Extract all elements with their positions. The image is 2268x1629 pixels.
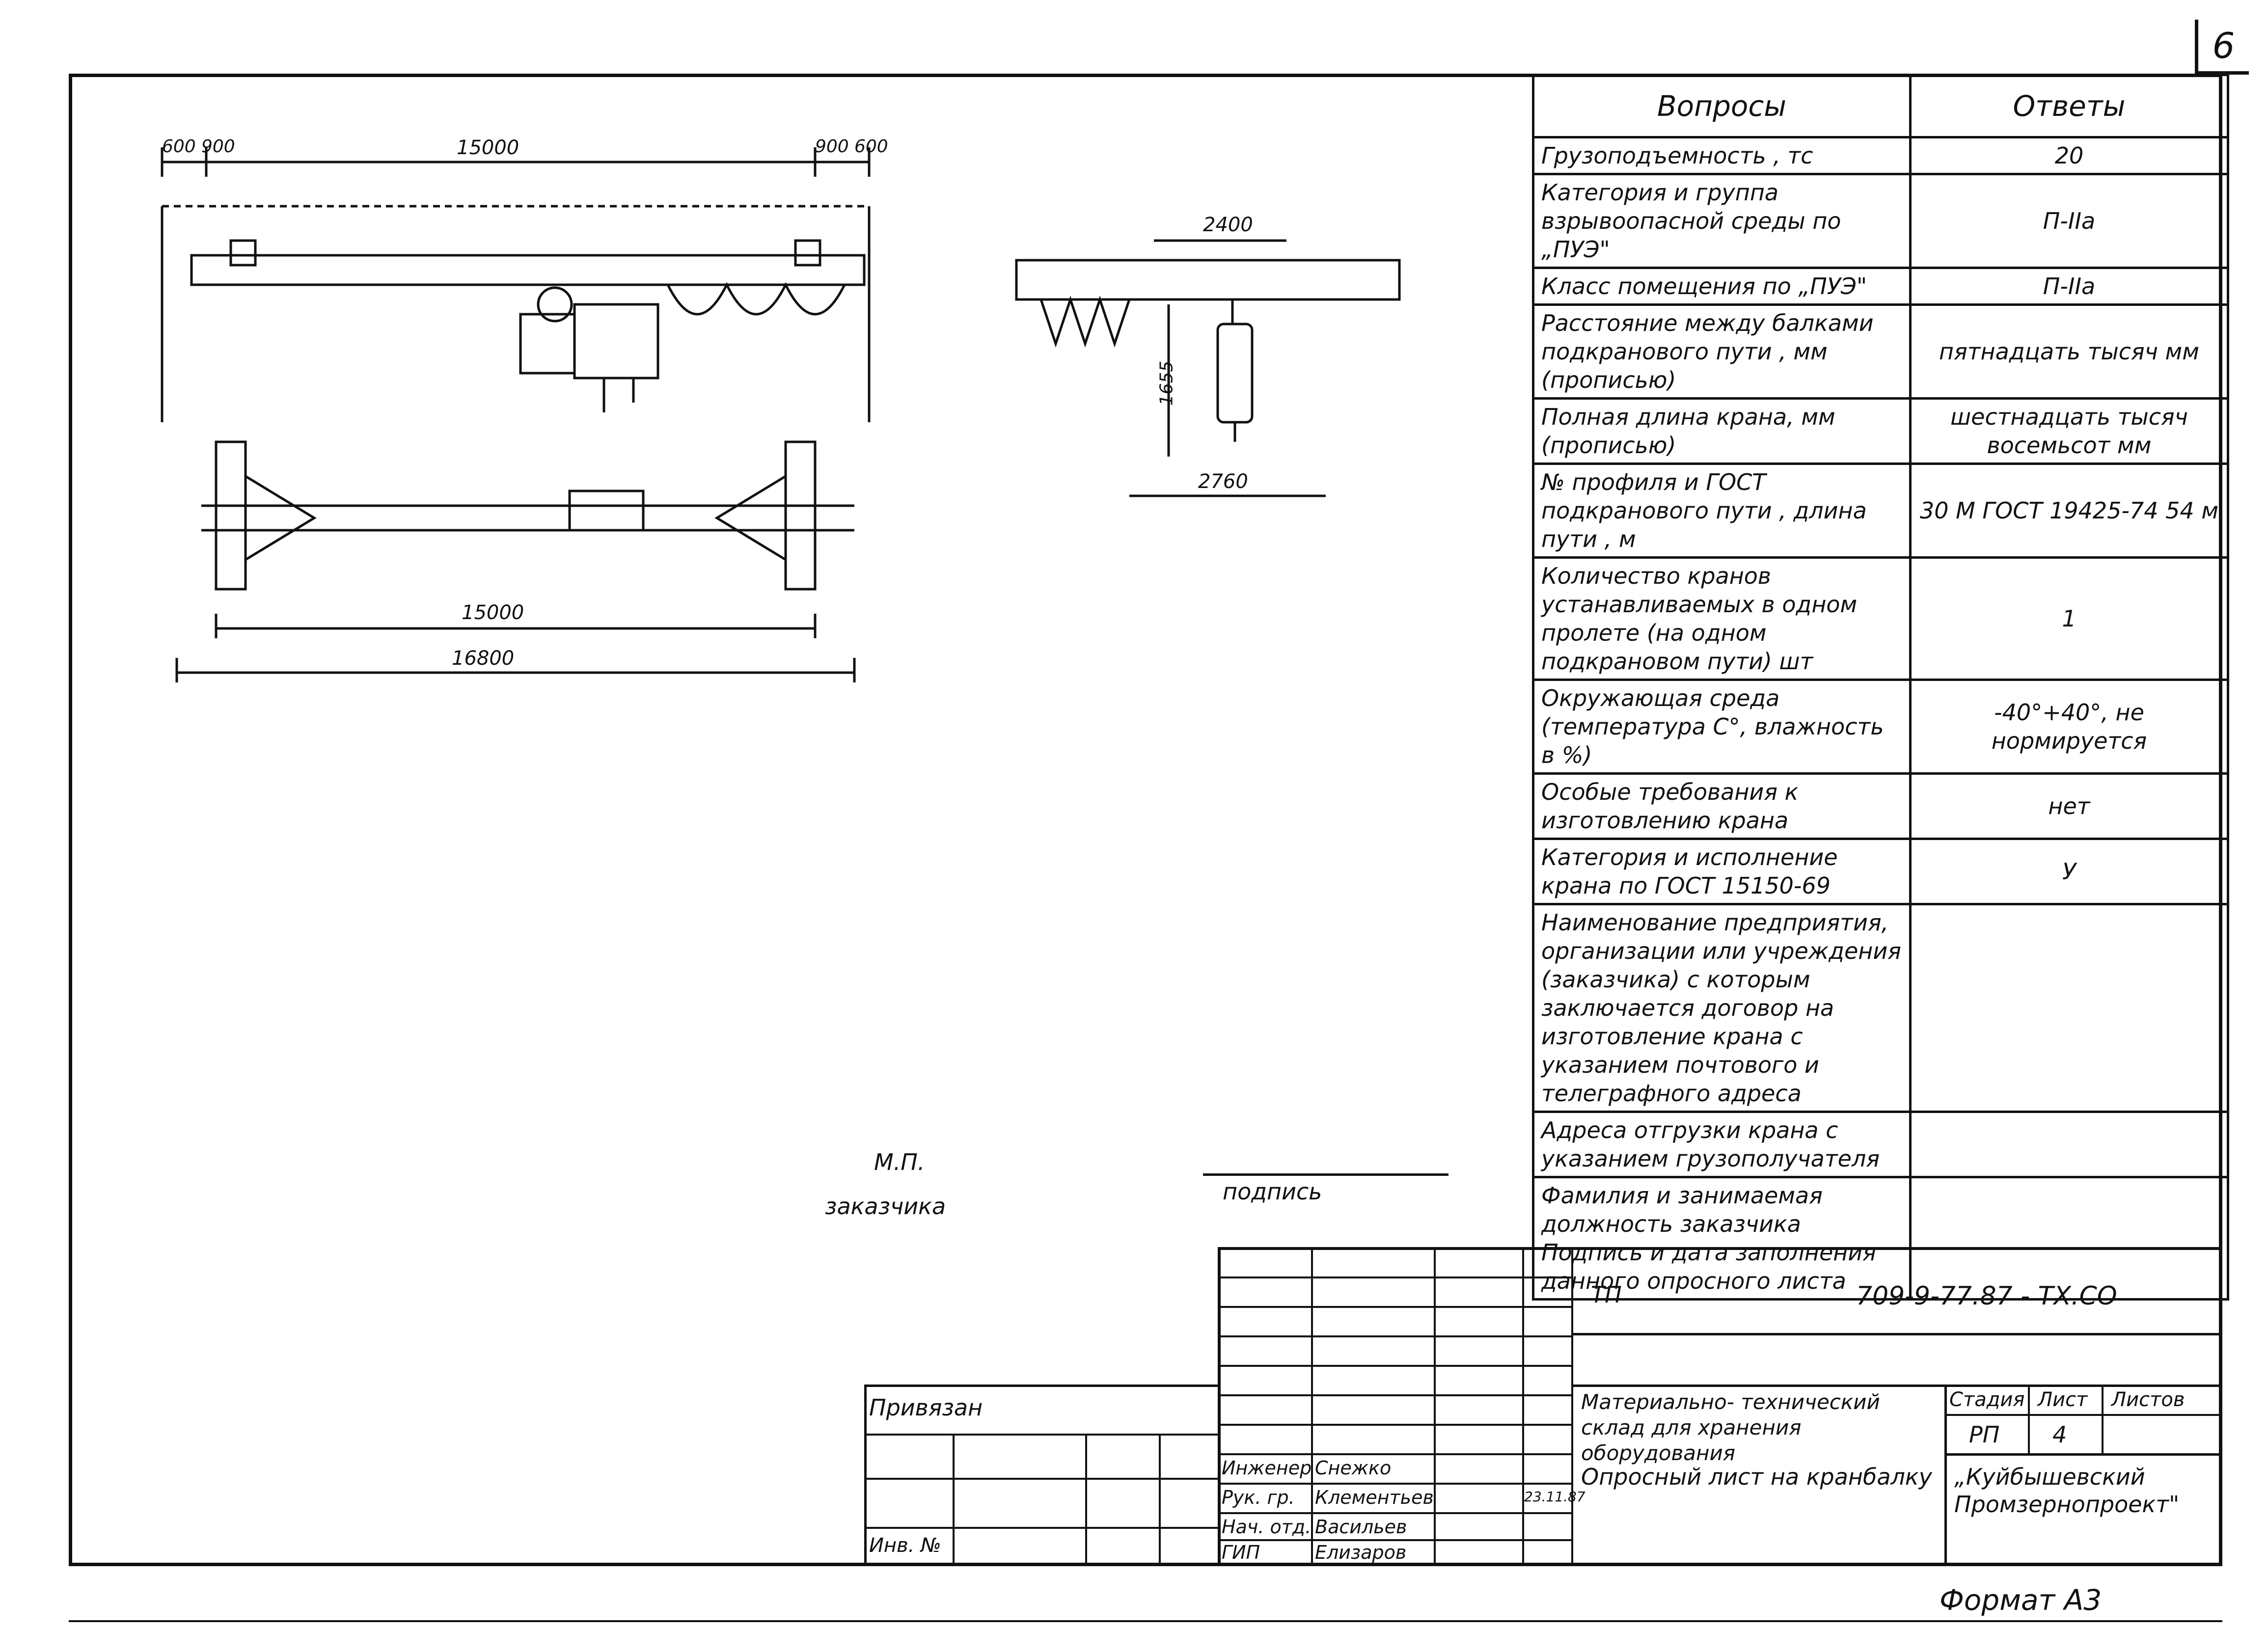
- sheet-title: Опросный лист на кранбалку: [1581, 1464, 1932, 1490]
- format-label: Формат А3: [1940, 1583, 2102, 1617]
- organization: „Куйбышевский Промзернопроект": [1954, 1464, 2180, 1518]
- customer-label: заказчика: [825, 1193, 946, 1220]
- plan-left-end: [215, 440, 247, 591]
- table-row: Категория и исполнение крана по ГОСТ 151…: [1532, 838, 2230, 905]
- question-cell: Адреса отгрузки крана с указанием грузоп…: [1532, 1111, 1912, 1178]
- dim-15000-top: 15000: [457, 136, 519, 159]
- table-row: Полная длина крана, мм (прописью)шестнад…: [1532, 397, 2230, 465]
- document-code: 709-9-77.87 - ТХ.СО: [1856, 1281, 2117, 1311]
- sheets-label: Листов: [2111, 1388, 2185, 1411]
- question-cell: Окружающая среда (температура С°, влажно…: [1532, 679, 1912, 775]
- dim-2760: 2760: [1198, 470, 1248, 493]
- dim-15000-plan: 15000: [462, 601, 524, 624]
- dim-1655: 1655: [1156, 360, 1177, 406]
- signer-name: Васильев: [1315, 1516, 1407, 1538]
- signer-name: Клементьев: [1315, 1487, 1434, 1508]
- question-cell: Грузоподъемность , тс: [1532, 136, 1912, 175]
- question-cell: Категория и исполнение крана по ГОСТ 151…: [1532, 838, 1912, 905]
- object-name: Материально- технический склад для хране…: [1581, 1390, 1880, 1465]
- signer-role: Нач. отд.: [1222, 1516, 1312, 1538]
- dim-900-left: 900: [201, 136, 235, 157]
- dim-600-left: 600: [162, 136, 196, 157]
- stage-label: Стадия: [1949, 1388, 2025, 1411]
- answer-cell: пятнадцать тысяч мм: [1909, 303, 2230, 400]
- question-cell: Особые требования к изготовлению крана: [1532, 772, 1912, 840]
- table-row: № профиля и ГОСТ подкранового пути , дли…: [1532, 462, 2230, 559]
- signer-role: Инженер: [1222, 1457, 1312, 1479]
- question-cell: Наименование предприятия, организации ил…: [1532, 903, 1912, 1113]
- question-cell: Фамилия и занимаемая должность заказчика…: [1532, 1176, 1912, 1301]
- answer-cell: П-IIа: [1909, 267, 2230, 306]
- sheet-number: 6: [2195, 20, 2249, 75]
- bottom-rule: [69, 1620, 2222, 1622]
- hoist-motor: [519, 313, 576, 375]
- side-beam: [1015, 259, 1401, 301]
- answer-cell: [1909, 1176, 2230, 1301]
- table-row: Наименование предприятия, организации ил…: [1532, 903, 2230, 1113]
- table-row: Категория и группа взрывоопасной среды п…: [1532, 173, 2230, 269]
- header-answers: Ответы: [1909, 74, 2230, 138]
- signer-role: Рук. гр.: [1222, 1487, 1295, 1508]
- crane-beam: [190, 254, 866, 286]
- answer-cell: У: [1909, 838, 2230, 905]
- question-cell: Расстояние между балками подкранового пу…: [1532, 303, 1912, 400]
- answer-cell: 30 М ГОСТ 19425-74 54 м: [1909, 462, 2230, 559]
- side-hoist: [1216, 323, 1254, 424]
- dim-2400: 2400: [1203, 214, 1253, 236]
- stage-value: РП: [1969, 1421, 2000, 1448]
- answer-cell: [1909, 1111, 2230, 1178]
- table-row: Адреса отгрузки крана с указанием грузоп…: [1532, 1111, 2230, 1178]
- title-block: ТП 709-9-77.87 - ТХ.СО Материально- техн…: [1218, 1247, 2222, 1566]
- table-row: Количество кранов устанавливаемых в одно…: [1532, 556, 2230, 681]
- sheet-label: Лист: [2038, 1388, 2088, 1411]
- question-cell: № профиля и ГОСТ подкранового пути , дли…: [1532, 462, 1912, 559]
- seal-label: М.П.: [874, 1149, 925, 1175]
- answer-cell: шестнадцать тысяч восемьсот мм: [1909, 397, 2230, 465]
- table-row: Окружающая среда (температура С°, влажно…: [1532, 679, 2230, 775]
- plan-hoist: [568, 489, 645, 532]
- answer-cell: -40°+40°, не нормируется: [1909, 679, 2230, 775]
- signer-name: Снежко: [1315, 1457, 1392, 1479]
- answer-cell: 20: [1909, 136, 2230, 175]
- table-row: Класс помещения по „ПУЭ"П-IIа: [1532, 267, 2230, 306]
- plan-right-end: [784, 440, 817, 591]
- question-cell: Класс помещения по „ПУЭ": [1532, 267, 1912, 306]
- question-cell: Количество кранов устанавливаемых в одно…: [1532, 556, 1912, 681]
- dim-16800-plan: 16800: [452, 647, 515, 670]
- dim-600-right: 600: [854, 136, 888, 157]
- question-cell: Категория и группа взрывоопасной среды п…: [1532, 173, 1912, 269]
- signer-date: 23.11.87: [1524, 1489, 1585, 1505]
- answer-cell: [1909, 903, 2230, 1113]
- table-row: Фамилия и занимаемая должность заказчика…: [1532, 1176, 2230, 1301]
- signer-name: Елизаров: [1315, 1542, 1407, 1563]
- signature-label: подпись: [1223, 1178, 1322, 1205]
- answer-cell: 1: [1909, 556, 2230, 681]
- sheet-value: 4: [2052, 1421, 2067, 1448]
- linked-block: Привязан Инв. №: [864, 1385, 1218, 1566]
- signature-line: [1203, 1173, 1448, 1176]
- question-cell: Полная длина крана, мм (прописью): [1532, 397, 1912, 465]
- answer-cell: П-IIа: [1909, 173, 2230, 269]
- answer-cell: нет: [1909, 772, 2230, 840]
- inventory-label: Инв. №: [869, 1534, 941, 1557]
- signer-role: ГИП: [1222, 1542, 1260, 1563]
- dim-900-right: 900: [815, 136, 849, 157]
- linked-label: Привязан: [869, 1394, 983, 1421]
- header-questions: Вопросы: [1532, 74, 1912, 138]
- table-row: Расстояние между балками подкранового пу…: [1532, 303, 2230, 400]
- code-prefix: ТП: [1591, 1281, 1622, 1308]
